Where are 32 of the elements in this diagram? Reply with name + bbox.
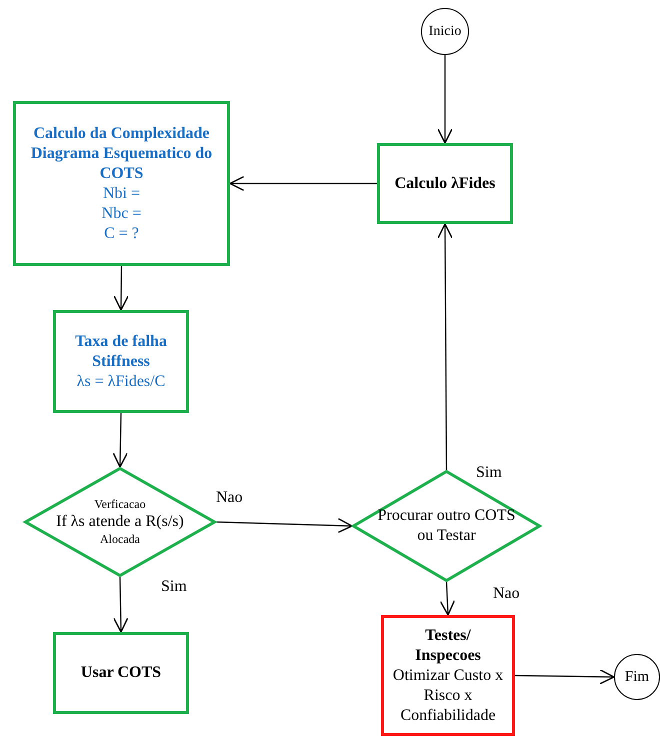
node-heading: Calculo da Complexidade Diagrama Esquematico do COTS (30, 124, 214, 184)
start-circle (421, 8, 469, 55)
arrow (216, 518, 353, 534)
arrow (437, 55, 453, 144)
process-box (53, 310, 189, 413)
process-box (53, 632, 189, 714)
arrow (113, 266, 129, 311)
node-text: Alocada (100, 532, 140, 547)
decision-diamond (24, 467, 216, 577)
node-heading: Testes/ Inspecoes (414, 626, 482, 666)
node-text: Inicio (428, 22, 462, 40)
arrow (440, 582, 456, 616)
arrow (113, 576, 128, 633)
node-heading: Calculo λFides (394, 174, 496, 194)
process-box (381, 615, 515, 736)
node-text: λs = λFides/C (76, 372, 166, 392)
arrow (229, 176, 377, 192)
node-text: C = ? (104, 224, 139, 244)
process-box (13, 101, 230, 266)
end-circle (614, 654, 660, 700)
node-text: Fim (624, 668, 650, 686)
node-text: Procurar outro COTS ou Testar (376, 506, 516, 546)
node-text: Verficacao (94, 497, 146, 512)
node-text: Otimizar Custo x Risco x Confiabilidade (392, 666, 504, 726)
arrow (515, 669, 615, 684)
node-text: If λs atende a R(s/s) (56, 512, 184, 532)
node-text: Nbc = (102, 204, 142, 224)
node-text: Nbi = (102, 184, 140, 204)
node-heading: Usar COTS (80, 663, 162, 683)
arrow (437, 223, 453, 470)
process-box (377, 143, 513, 224)
arrow (112, 412, 128, 468)
